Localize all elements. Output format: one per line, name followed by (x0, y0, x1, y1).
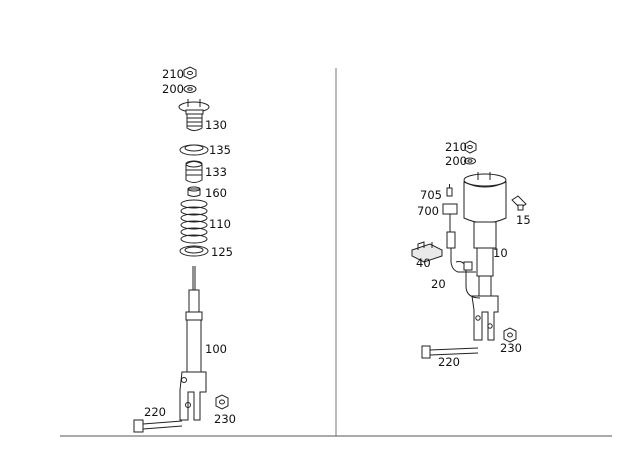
right-connector-cap-705-part[interactable] (446, 184, 453, 197)
right-label-40: 40 (416, 256, 431, 270)
left-assembly: 210 200 130 135 133 160 110 125 100 220 … (133, 66, 236, 433)
right-nut-210-part[interactable] (464, 140, 477, 154)
left-stop-cap-160-part[interactable] (187, 186, 201, 197)
left-lower-seat-125-part[interactable] (179, 245, 209, 257)
left-upper-seat-135-part[interactable] (179, 144, 209, 156)
left-label-133: 133 (205, 165, 227, 179)
left-label-160: 160 (205, 186, 227, 200)
left-bump-stop-133-part[interactable] (185, 160, 203, 183)
right-connector-700-part[interactable] (442, 203, 458, 232)
right-label-700: 700 (417, 204, 439, 218)
right-assembly: 210 200 705 700 15 10 40 20 220 230 (411, 140, 531, 369)
left-label-130: 130 (205, 118, 227, 132)
right-valve-15-part[interactable] (511, 195, 527, 211)
right-label-210: 210 (445, 140, 467, 154)
left-label-220: 220 (144, 405, 166, 419)
right-label-15: 15 (516, 213, 531, 227)
right-washer-200-part[interactable] (464, 157, 476, 165)
left-label-100: 100 (205, 342, 227, 356)
left-label-110: 110 (209, 217, 231, 231)
left-lower-nut-230-part[interactable] (215, 394, 229, 410)
left-label-230: 230 (214, 412, 236, 426)
left-label-125: 125 (211, 245, 233, 259)
right-bracket-40-part[interactable] (411, 241, 443, 263)
left-shock-absorber-100-part[interactable] (179, 266, 207, 421)
right-label-20: 20 (431, 277, 446, 291)
left-label-200: 200 (162, 82, 184, 96)
right-label-230: 230 (500, 341, 522, 355)
right-bolt-220-part[interactable] (421, 345, 479, 359)
right-air-strut-10-part[interactable] (463, 172, 507, 341)
left-label-210: 210 (162, 67, 184, 81)
left-strut-mount-130-part[interactable] (178, 99, 210, 131)
right-lower-nut-230-part[interactable] (503, 327, 517, 343)
left-label-135: 135 (209, 143, 231, 157)
left-washer-200-part[interactable] (183, 85, 197, 93)
right-label-705: 705 (420, 188, 442, 202)
left-bolt-220-part[interactable] (133, 419, 183, 433)
right-label-10: 10 (493, 246, 508, 260)
left-nut-210-part[interactable] (183, 66, 197, 80)
left-coil-spring-110-part[interactable] (180, 199, 208, 244)
right-sensor-cable-20-part[interactable] (446, 231, 481, 299)
right-label-220: 220 (438, 355, 460, 369)
right-label-200: 200 (445, 154, 467, 168)
